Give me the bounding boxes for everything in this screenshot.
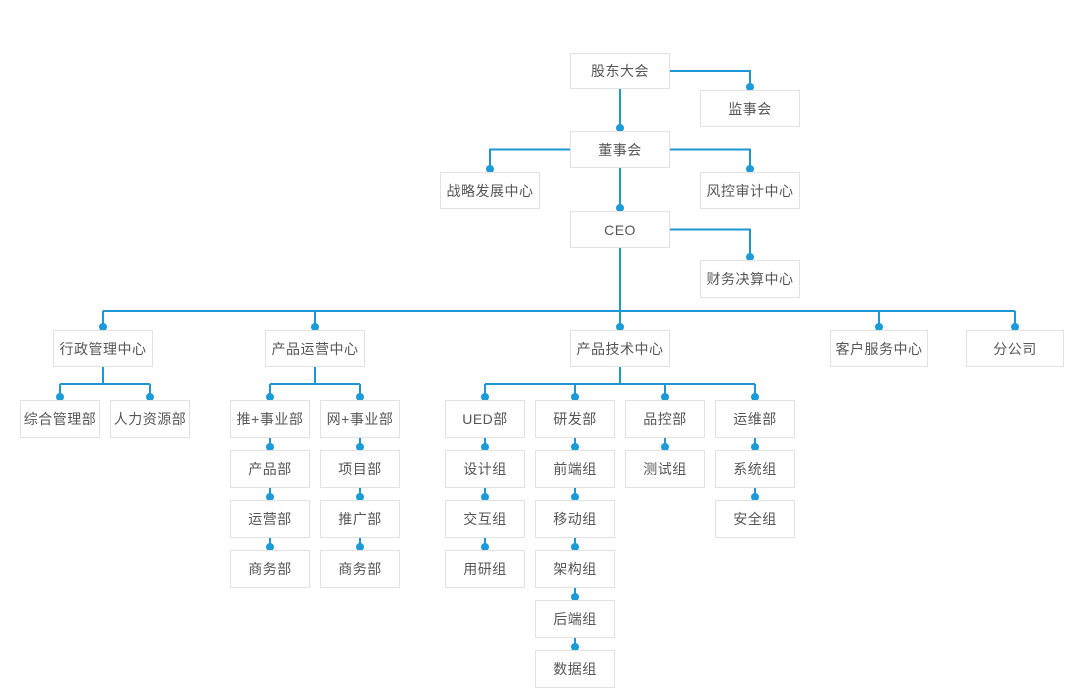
org-node-user-research-group: 用研组 [445, 550, 525, 588]
org-node-supervisory: 监事会 [700, 90, 800, 127]
org-node-operations-dept: 运营部 [230, 500, 310, 538]
org-node-backend-group: 后端组 [535, 600, 615, 638]
connector-line [670, 148, 751, 172]
org-node-product-ops-center: 产品运营中心 [265, 330, 365, 367]
org-node-security-group: 安全组 [715, 500, 795, 538]
org-node-wang-division: 网+事业部 [320, 400, 400, 438]
org-node-shareholders: 股东大会 [570, 53, 670, 89]
org-node-business-dept-a: 商务部 [230, 550, 310, 588]
org-node-product-tech-center: 产品技术中心 [570, 330, 670, 367]
org-node-qc-dept: 品控部 [625, 400, 705, 438]
org-node-hr-dept: 人力资源部 [110, 400, 190, 438]
org-node-data-group: 数据组 [535, 650, 615, 688]
org-node-mobile-group: 移动组 [535, 500, 615, 538]
org-node-business-dept-b: 商务部 [320, 550, 400, 588]
org-node-devops-dept: 运维部 [715, 400, 795, 438]
connector-line [489, 148, 570, 172]
org-node-strategy-center: 战略发展中心 [440, 172, 540, 209]
org-node-branch-company: 分公司 [966, 330, 1064, 367]
org-node-general-mgmt-dept: 综合管理部 [20, 400, 100, 438]
org-node-rd-dept: 研发部 [535, 400, 615, 438]
org-node-architecture-group: 架构组 [535, 550, 615, 588]
connector-line [670, 70, 751, 90]
org-node-project-dept: 项目部 [320, 450, 400, 488]
org-node-testing-group: 测试组 [625, 450, 705, 488]
org-node-board: 董事会 [570, 131, 670, 168]
org-node-system-group: 系统组 [715, 450, 795, 488]
org-node-interaction-group: 交互组 [445, 500, 525, 538]
org-node-finance-center: 财务决算中心 [700, 260, 800, 298]
org-node-frontend-group: 前端组 [535, 450, 615, 488]
org-node-admin-center: 行政管理中心 [53, 330, 153, 367]
org-node-risk-audit-center: 风控审计中心 [700, 172, 800, 209]
connector-line [670, 228, 751, 260]
org-node-design-group: 设计组 [445, 450, 525, 488]
org-node-product-dept: 产品部 [230, 450, 310, 488]
org-node-promotion-dept: 推广部 [320, 500, 400, 538]
org-node-customer-service-center: 客户服务中心 [830, 330, 928, 367]
org-node-ceo: CEO [570, 211, 670, 248]
org-node-tui-division: 推+事业部 [230, 400, 310, 438]
org-node-ued-dept: UED部 [445, 400, 525, 438]
